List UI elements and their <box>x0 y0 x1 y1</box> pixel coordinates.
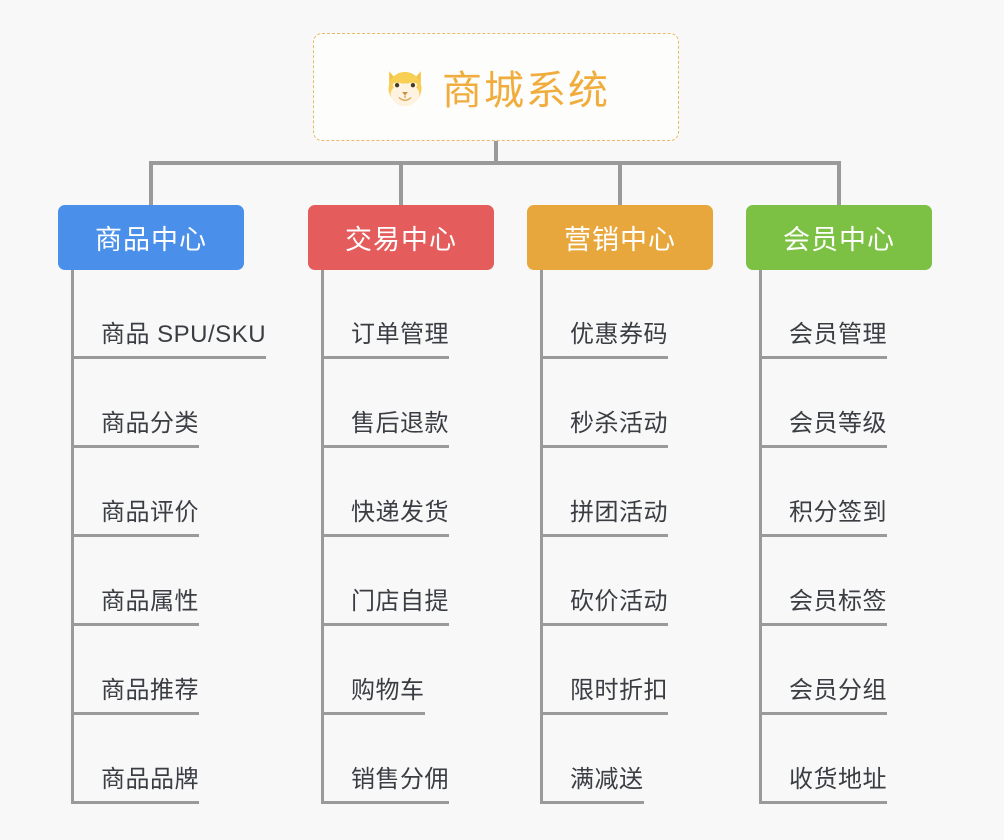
list-item[interactable]: 积分签到 <box>746 448 932 537</box>
list-item-label: 商品品牌 <box>101 766 199 793</box>
list-item[interactable]: 售后退款 <box>308 359 494 448</box>
list-item[interactable]: 订单管理 <box>308 270 494 359</box>
list-item-label: 商品推荐 <box>101 677 199 704</box>
list-item[interactable]: 砍价活动 <box>527 537 713 626</box>
list-item-label: 限时折扣 <box>570 677 668 704</box>
connector-drop-product-center <box>149 161 153 207</box>
branch-spine-product-center <box>71 270 74 804</box>
list-item-label: 订单管理 <box>351 321 449 348</box>
connector-drop-member-center <box>837 161 841 207</box>
connector-horizontal-bus <box>149 161 841 165</box>
list-item-label: 积分签到 <box>789 499 887 526</box>
branch-product-center: 商品中心 商品 SPU/SKU 商品分类 商品评价 商品属性 商品推荐 商品品牌 <box>58 205 267 804</box>
branch-header-product-center[interactable]: 商品中心 <box>58 205 244 270</box>
list-item[interactable]: 满减送 <box>527 715 713 804</box>
list-item[interactable]: 商品推荐 <box>58 626 244 715</box>
list-item-label: 砍价活动 <box>570 588 668 615</box>
list-item-label: 门店自提 <box>351 588 449 615</box>
list-item[interactable]: 秒杀活动 <box>527 359 713 448</box>
list-item-label: 拼团活动 <box>570 499 668 526</box>
list-item-label: 商品属性 <box>101 588 199 615</box>
connector-root-stem <box>494 141 498 165</box>
list-item[interactable]: 会员标签 <box>746 537 932 626</box>
list-item-label: 会员管理 <box>789 321 887 348</box>
list-item-label: 销售分佣 <box>351 766 449 793</box>
list-item-label: 会员分组 <box>789 677 887 704</box>
list-item-label: 商品 SPU/SKU <box>101 321 267 348</box>
root-title: 商城系统 <box>442 69 610 113</box>
branch-member-center: 会员中心 会员管理 会员等级 积分签到 会员标签 会员分组 收货地址 <box>746 205 932 804</box>
list-item[interactable]: 购物车 <box>308 626 494 715</box>
branch-header-marketing-center[interactable]: 营销中心 <box>527 205 713 270</box>
list-item-label: 满减送 <box>570 766 644 793</box>
branch-header-trade-center[interactable]: 交易中心 <box>308 205 494 270</box>
list-item[interactable]: 门店自提 <box>308 537 494 626</box>
list-item[interactable]: 商品分类 <box>58 359 244 448</box>
list-item-label: 购物车 <box>351 677 425 704</box>
list-item[interactable]: 收货地址 <box>746 715 932 804</box>
branch-trade-center: 交易中心 订单管理 售后退款 快递发货 门店自提 购物车 销售分佣 <box>308 205 494 804</box>
branch-marketing-center: 营销中心 优惠券码 秒杀活动 拼团活动 砍价活动 限时折扣 满减送 <box>527 205 713 804</box>
connector-drop-trade-center <box>399 161 403 207</box>
list-item[interactable]: 商品评价 <box>58 448 244 537</box>
list-item[interactable]: 会员管理 <box>746 270 932 359</box>
branch-body-member-center: 会员管理 会员等级 积分签到 会员标签 会员分组 收货地址 <box>746 270 932 804</box>
branch-body-trade-center: 订单管理 售后退款 快递发货 门店自提 购物车 销售分佣 <box>308 270 494 804</box>
connector-drop-marketing-center <box>618 161 622 207</box>
list-item[interactable]: 拼团活动 <box>527 448 713 537</box>
list-item-label: 会员等级 <box>789 410 887 437</box>
list-item[interactable]: 快递发货 <box>308 448 494 537</box>
branch-header-member-center[interactable]: 会员中心 <box>746 205 932 270</box>
branch-spine-member-center <box>759 270 762 804</box>
branch-spine-marketing-center <box>540 270 543 804</box>
list-item[interactable]: 会员等级 <box>746 359 932 448</box>
list-item-label: 秒杀活动 <box>570 410 668 437</box>
list-item[interactable]: 商品 SPU/SKU <box>58 270 267 359</box>
list-item[interactable]: 商品品牌 <box>58 715 244 804</box>
list-item-label: 商品评价 <box>101 499 199 526</box>
list-item-label: 商品分类 <box>101 410 199 437</box>
list-item[interactable]: 优惠券码 <box>527 270 713 359</box>
branch-body-product-center: 商品 SPU/SKU 商品分类 商品评价 商品属性 商品推荐 商品品牌 <box>58 270 267 804</box>
list-item[interactable]: 销售分佣 <box>308 715 494 804</box>
list-item[interactable]: 限时折扣 <box>527 626 713 715</box>
list-item[interactable]: 会员分组 <box>746 626 932 715</box>
list-item[interactable]: 商品属性 <box>58 537 244 626</box>
list-item-label: 售后退款 <box>351 410 449 437</box>
shiba-dog-emoji-icon <box>382 64 428 110</box>
list-item-label: 会员标签 <box>789 588 887 615</box>
list-item-label: 优惠券码 <box>570 321 668 348</box>
branch-spine-trade-center <box>321 270 324 804</box>
root-node[interactable]: 商城系统 <box>313 33 679 141</box>
branch-body-marketing-center: 优惠券码 秒杀活动 拼团活动 砍价活动 限时折扣 满减送 <box>527 270 713 804</box>
list-item-label: 快递发货 <box>351 499 449 526</box>
list-item-label: 收货地址 <box>789 766 887 793</box>
